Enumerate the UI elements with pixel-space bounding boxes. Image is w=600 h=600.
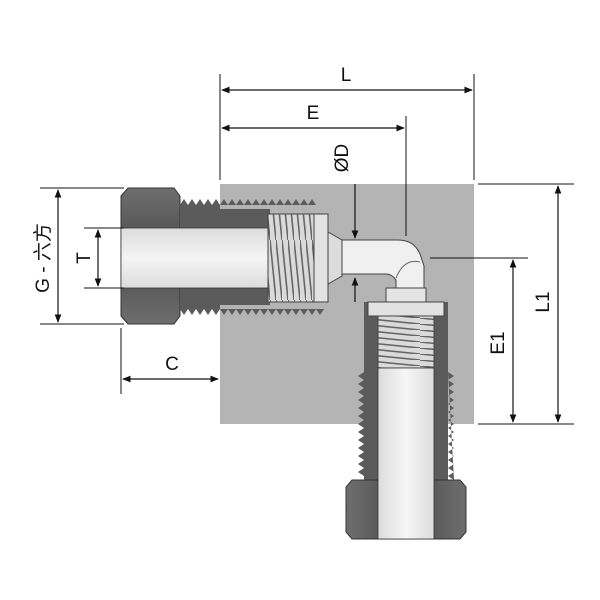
bottom-port [345,301,467,540]
dim-T: T [74,227,124,289]
label-G: G - 六方 [32,223,54,293]
label-E: E [307,103,320,124]
left-port [120,187,343,325]
label-C: C [165,354,179,375]
bottom-internal-thread [377,315,435,369]
dim-L: L [219,65,475,180]
left-collar [313,213,329,303]
dim-D: ØD [332,144,359,302]
left-outer-thread-bottom [180,309,324,315]
label-E1: E1 [488,331,509,354]
left-bore [120,227,269,289]
left-internal-thread [267,213,315,303]
bottom-outer-thread-left [358,372,364,476]
bottom-collar [367,301,445,317]
bottom-outer-thread-right [448,372,454,480]
dim-E: E [221,103,407,236]
label-L: L [341,65,352,86]
dim-E1: E1 [430,257,528,423]
bottom-bore [377,367,435,540]
label-D: ØD [332,144,353,173]
elbow-passage [341,239,427,303]
label-T: T [74,252,95,264]
label-L1: L1 [533,291,554,312]
dim-L1: L1 [478,183,574,425]
dim-G: G - 六方 [32,187,124,325]
dim-C: C [120,328,219,394]
left-outer-thread-top [180,199,316,205]
